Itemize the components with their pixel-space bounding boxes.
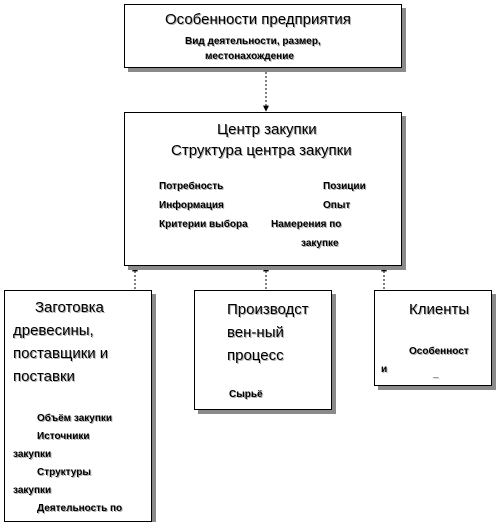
center-right-item: Опыт [323,200,351,211]
timber-supply-item: Источники [37,431,90,442]
purchasing-center-structure-title: Структура центра закупки [171,142,352,159]
center-left-item: Критерии выбора [159,219,248,230]
production-process-title-line: вен-ный [227,324,284,341]
clients-box: Клиенты Особенност и _ [374,290,492,386]
timber-supply-title-line: поставщики и [13,345,109,362]
center-right-item: закупке [301,238,339,249]
timber-supply-item: закупки [13,449,52,460]
center-left-item: Информация [159,200,224,211]
enterprise-features-line2: местонахождение [205,51,294,62]
center-right-item: Позиции [323,181,366,192]
center-right-item: Намерения по [271,219,342,230]
production-process-box: Производст вен-ный процесс Сырьё [194,290,332,410]
clients-item-line1: Особенност [409,346,469,357]
production-process-item: Сырьё [229,389,263,400]
enterprise-features-title: Особенности предприятия [165,11,351,28]
clients-item-prefix: и [381,364,388,375]
production-process-title-line: Производст [227,301,309,318]
timber-supply-item: Деятельность по [37,503,123,514]
purchasing-center-box: Центр закупки Структура центра закупки П… [124,112,402,266]
timber-supply-title-line: Заготовка [35,299,104,316]
enterprise-features-box: Особенности предприятия Вид деятельности… [124,4,402,68]
clients-title: Клиенты [409,301,470,318]
timber-supply-item: закупки [13,485,52,496]
center-left-item: Потребность [159,181,224,192]
timber-supply-item: Объём закупки [37,413,113,424]
clients-item-tail: _ [433,368,439,379]
production-process-title-line: процесс [227,347,284,364]
purchasing-center-title: Центр закупки [217,121,317,138]
timber-supply-title-line: поставки [13,368,75,385]
timber-supply-item: Структуры [37,467,91,478]
timber-supply-title-line: древесины, [13,322,94,339]
enterprise-features-line1: Вид деятельности, размер, [185,36,321,47]
timber-supply-box: Заготовка древесины, поставщики и постав… [4,290,152,522]
